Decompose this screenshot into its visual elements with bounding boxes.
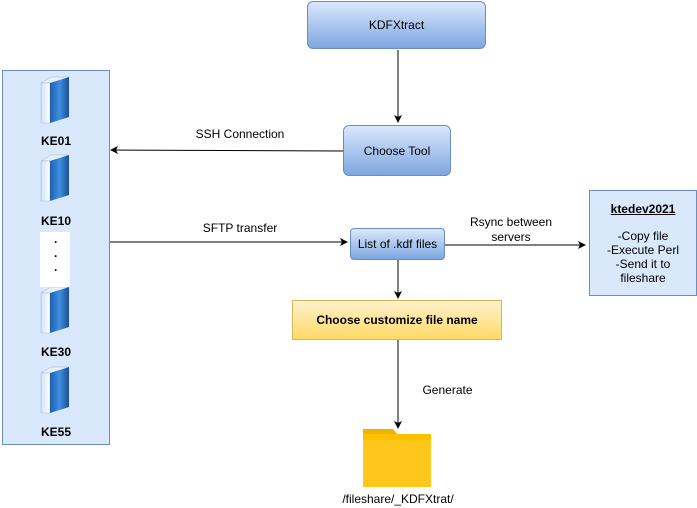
server-icon [40,286,70,334]
server-icon [40,366,70,414]
server-icon [40,76,70,124]
list-kdf-files-label: List of .kdf files [357,237,438,251]
choose-tool-label: Choose Tool [363,143,431,158]
info-line-execute-perl: -Execute Perl [606,243,680,257]
info-line-send-it-to: -Send it to [615,257,671,271]
ellipsis-dot: . [54,246,58,260]
list-kdf-files-node[interactable]: List of .kdf files [350,228,445,260]
kdfxtract-node[interactable]: KDFXtract [307,1,486,49]
server-icon [40,154,70,202]
kdfxtract-label: KDFXtract [368,18,425,32]
choose-tool-node[interactable]: Choose Tool [343,125,451,176]
arrow-ssh-connection [110,146,344,155]
generate-label: Generate [422,383,473,397]
ktedev2021-info-box: ktedev2021 -Copy file -Execute Perl -Sen… [589,190,697,296]
customize-file-name-label: Choose customize file name [316,313,478,327]
rsync-label-line2: servers [491,230,531,244]
server-label-ke01: KE01 [40,134,72,148]
rsync-label-line1: Rsync between [469,215,553,229]
info-line-copy-file: -Copy file [617,229,669,243]
ellipsis-gap: . . . [40,232,70,287]
output-folder-label: /fileshare/_KDFXtrat/ [342,492,454,506]
server-label-ke30: KE30 [40,345,72,359]
info-line-fileshare: fileshare [620,271,666,285]
server-label-ke10: KE10 [40,214,72,228]
ktedev2021-title: ktedev2021 [610,202,676,216]
server-label-ke55: KE55 [40,425,72,439]
customize-file-name-node[interactable]: Choose customize file name [292,300,502,340]
sftp-transfer-label: SFTP transfer [202,221,278,235]
ellipsis-dot: . [54,232,58,246]
ssh-connection-label: SSH Connection [195,127,285,141]
ellipsis-dot: . [54,260,58,274]
